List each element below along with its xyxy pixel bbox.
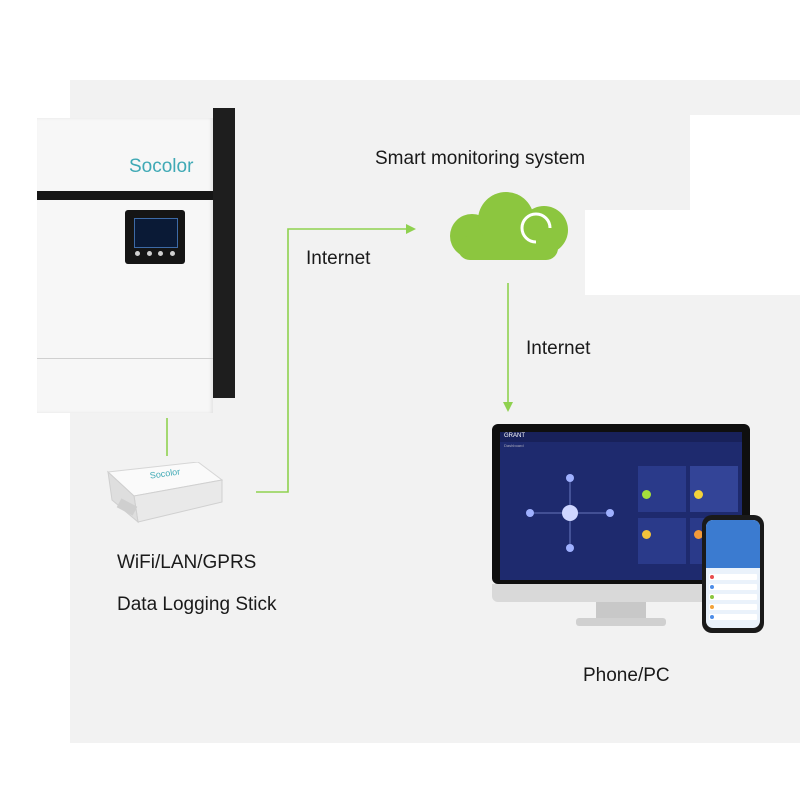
row-icon <box>710 575 714 579</box>
background-patch <box>585 210 800 295</box>
row-icon <box>710 585 714 589</box>
status-dot <box>642 490 651 499</box>
inverter-button <box>135 251 140 256</box>
status-dot <box>642 530 651 539</box>
inverter-button <box>158 251 164 256</box>
screen-subtitle: Dashboard <box>504 443 524 448</box>
status-dot <box>694 490 703 499</box>
phone-list-row <box>709 574 757 580</box>
phone-list-row <box>709 584 757 590</box>
desktop-monitor: GRANT Dashboard <box>492 424 752 626</box>
inverter-divider <box>37 358 213 359</box>
screen-tile <box>638 518 686 564</box>
data-logging-stick: Socolor <box>106 462 224 524</box>
screen-header: GRANT <box>500 432 742 442</box>
monitor-screen: GRANT Dashboard <box>500 432 742 580</box>
inverter-display-panel <box>125 210 185 264</box>
monitor-bezel: GRANT Dashboard <box>492 424 750 584</box>
phone-list-row <box>709 604 757 610</box>
internet-label: Internet <box>526 338 591 359</box>
stick-logo: Socolor <box>149 466 181 480</box>
smartphone <box>702 515 764 633</box>
monitor-base <box>576 618 666 626</box>
phone-list-row <box>709 594 757 600</box>
solar-inverter: Socolor <box>37 108 235 413</box>
screen-tile <box>638 466 686 512</box>
internet-label: Internet <box>306 248 371 269</box>
arrow-to-monitor <box>503 402 513 412</box>
inverter-front: Socolor <box>37 118 213 413</box>
inverter-logo: Socolor <box>129 156 194 177</box>
stick-to-cloud-line <box>256 228 408 493</box>
inverter-lcd <box>134 218 178 248</box>
row-icon <box>710 595 714 599</box>
arrow-to-cloud <box>406 224 416 234</box>
row-icon <box>710 605 714 609</box>
smart-monitoring-label: Smart monitoring system <box>375 148 586 169</box>
phone-list-row <box>709 614 757 620</box>
phone-screen <box>706 520 760 628</box>
stick-name-label: Data Logging Stick <box>117 594 277 615</box>
inverter-button <box>146 251 152 256</box>
screen-brand: GRANT <box>504 433 525 439</box>
inverter-black-band <box>37 191 213 200</box>
inverter-buttons <box>135 251 175 256</box>
row-icon <box>710 615 714 619</box>
stick-connection-label: WiFi/LAN/GPRS <box>117 552 257 573</box>
phone-header-image <box>706 520 760 568</box>
inverter-side-panel <box>213 108 235 398</box>
phone-pc-label: Phone/PC <box>583 665 670 686</box>
screen-tile <box>690 466 738 512</box>
screen-flow-diagram <box>526 474 614 552</box>
status-dot <box>694 530 703 539</box>
background-patch <box>690 115 800 210</box>
inverter-button <box>169 251 175 256</box>
cloud-icon <box>450 192 568 260</box>
monitor-chin <box>492 584 750 602</box>
